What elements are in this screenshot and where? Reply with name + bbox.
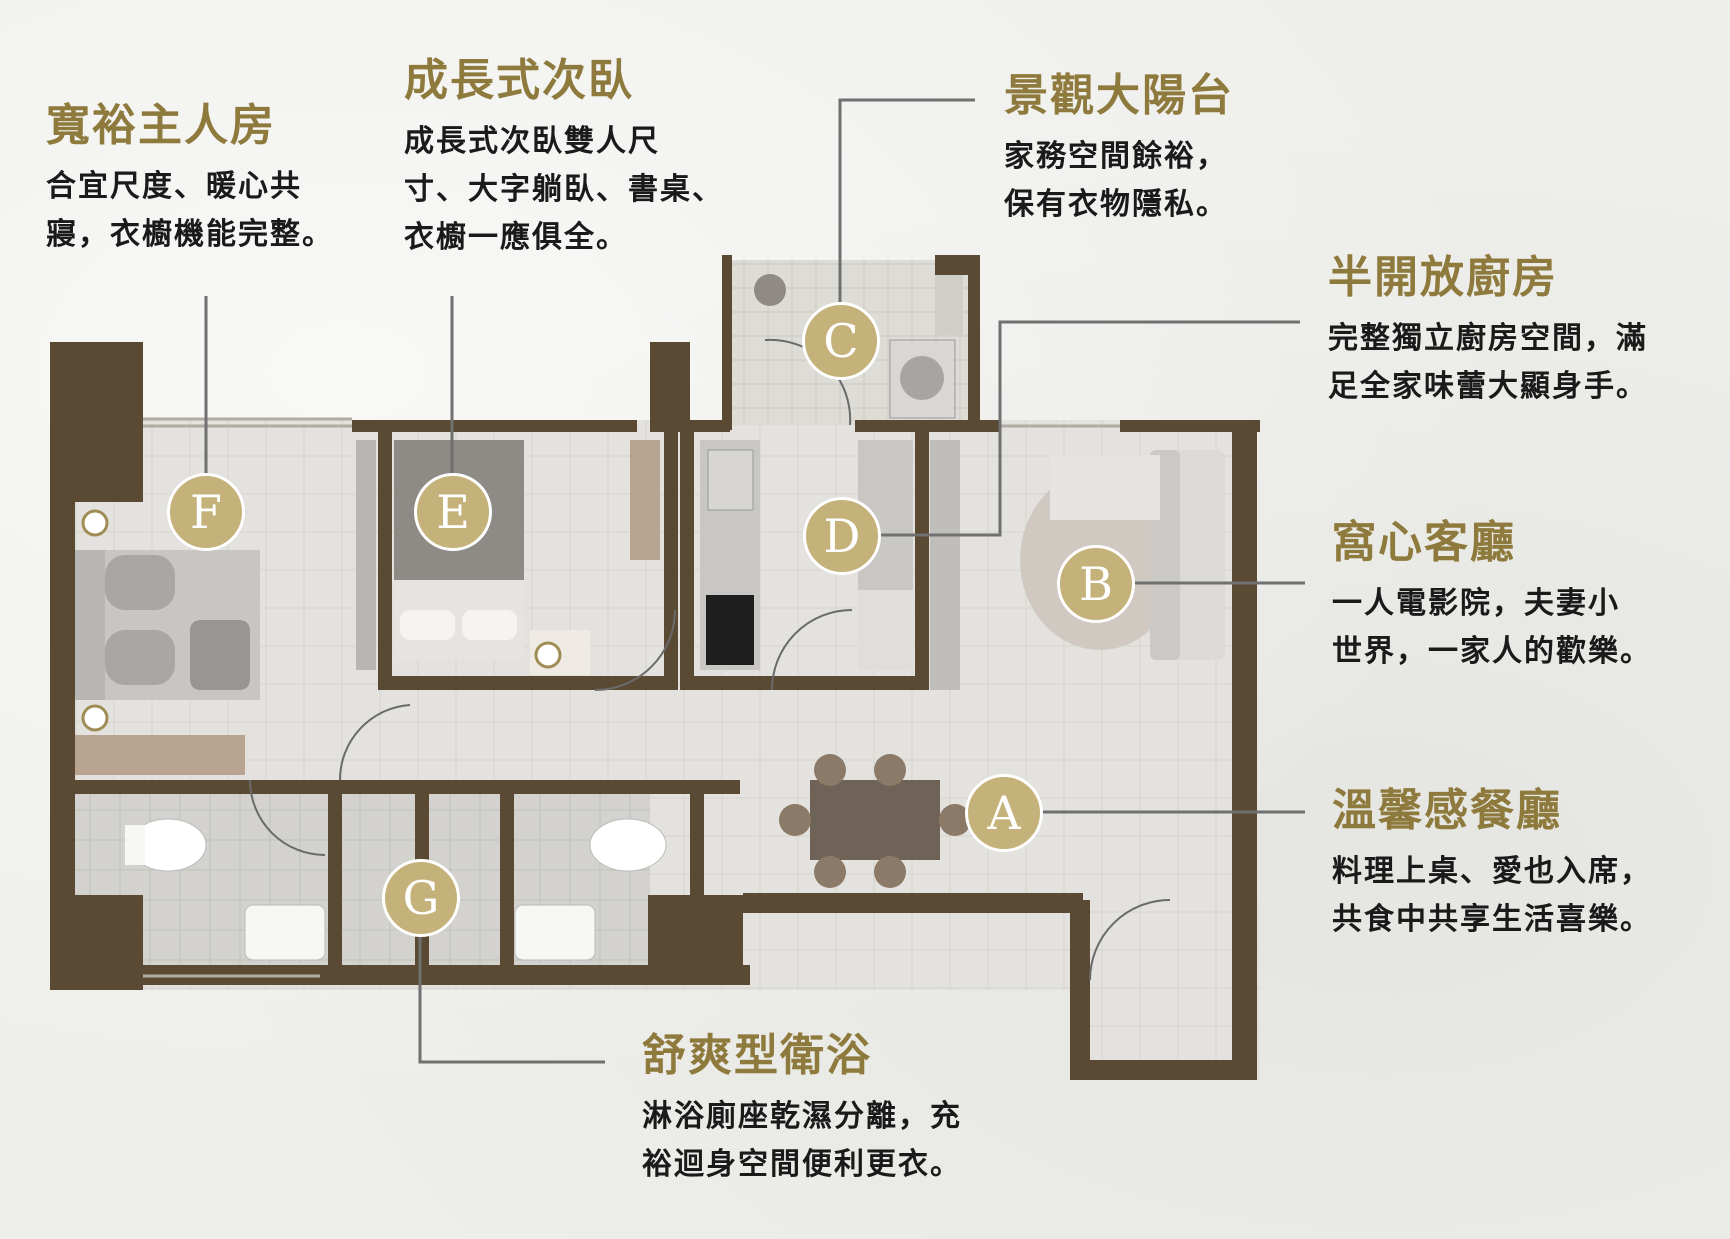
desc-dining-room: 料理上桌、愛也入席， 共食中共享生活喜樂。	[1332, 848, 1652, 944]
desc-balcony: 家務空間餘裕， 保有衣物隱私。	[1004, 133, 1234, 229]
desc-line: 家務空間餘裕，	[1004, 138, 1228, 174]
label-master-bedroom: 寬裕主人房 合宜尺度、暖心共 寢，衣櫥機能完整。	[46, 100, 334, 259]
desc-line: 寸、大字躺臥、書桌、	[404, 171, 724, 207]
label-living-room: 窩心客廳 一人電影院，夫妻小 世界，一家人的歡樂。	[1332, 517, 1652, 676]
desc-line: 完整獨立廚房空間，滿	[1328, 320, 1648, 356]
title-master-bedroom: 寬裕主人房	[46, 100, 276, 151]
desc-kitchen: 完整獨立廚房空間，滿 足全家味蕾大顯身手。	[1328, 315, 1648, 411]
walls	[50, 255, 1260, 1080]
badge-c: C	[802, 302, 880, 380]
title-kitchen: 半開放廚房	[1328, 252, 1558, 303]
desc-line: 裕迴身空間便利更衣。	[642, 1146, 962, 1182]
label-kitchen: 半開放廚房 完整獨立廚房空間，滿 足全家味蕾大顯身手。	[1328, 252, 1648, 411]
desc-bathroom: 淋浴廁座乾濕分離，充 裕迴身空間便利更衣。	[642, 1093, 962, 1189]
desc-living-room: 一人電影院，夫妻小 世界，一家人的歡樂。	[1332, 580, 1652, 676]
title-dining-room: 溫馨感餐廳	[1332, 785, 1562, 836]
floor-entry	[1070, 900, 1260, 1080]
label-bathroom: 舒爽型衛浴 淋浴廁座乾濕分離，充 裕迴身空間便利更衣。	[642, 1030, 962, 1189]
desc-second-bedroom: 成長式次臥雙人尺 寸、大字躺臥、書桌、 衣櫥一應俱全。	[404, 118, 724, 262]
master-bed	[75, 509, 260, 732]
title-living-room: 窩心客廳	[1332, 517, 1516, 568]
badge-b: B	[1057, 545, 1135, 623]
dining-set	[779, 754, 971, 888]
kitchen-counters	[700, 440, 960, 690]
title-second-bedroom: 成長式次臥	[404, 55, 634, 106]
label-balcony: 景觀大陽台 家務空間餘裕， 保有衣物隱私。	[1004, 70, 1234, 229]
bath-fixtures	[125, 818, 667, 961]
badge-d: D	[803, 497, 881, 575]
balcony-plant	[754, 274, 786, 306]
windows	[143, 417, 1120, 978]
title-bathroom: 舒爽型衛浴	[642, 1030, 872, 1081]
badge-e: E	[414, 473, 492, 551]
badge-f: F	[167, 473, 245, 551]
doors	[249, 338, 1171, 981]
desc-master-bedroom: 合宜尺度、暖心共 寢，衣櫥機能完整。	[46, 163, 334, 259]
desc-line: 足全家味蕾大顯身手。	[1328, 368, 1648, 404]
label-second-bedroom: 成長式次臥 成長式次臥雙人尺 寸、大字躺臥、書桌、 衣櫥一應俱全。	[404, 55, 724, 262]
title-balcony: 景觀大陽台	[1004, 70, 1234, 121]
desc-line: 淋浴廁座乾濕分離，充	[642, 1098, 962, 1134]
desc-line: 寢，衣櫥機能完整。	[46, 216, 334, 252]
desc-line: 料理上桌、愛也入席，	[1332, 853, 1652, 889]
badge-a: A	[965, 774, 1043, 852]
desc-line: 共食中共享生活喜樂。	[1332, 901, 1652, 937]
desc-line: 衣櫥一應俱全。	[404, 219, 628, 255]
leader-lines	[204, 98, 1305, 1064]
desc-line: 成長式次臥雙人尺	[404, 123, 660, 159]
label-dining-room: 溫馨感餐廳 料理上桌、愛也入席， 共食中共享生活喜樂。	[1332, 785, 1652, 944]
desc-line: 世界，一家人的歡樂。	[1332, 633, 1652, 669]
washer	[889, 275, 963, 419]
badge-g: G	[382, 859, 460, 937]
desc-line: 合宜尺度、暖心共	[46, 168, 302, 204]
desc-line: 一人電影院，夫妻小	[1332, 585, 1620, 621]
master-wardrobe	[75, 735, 245, 775]
second-bed	[356, 440, 660, 675]
desc-line: 保有衣物隱私。	[1004, 186, 1228, 222]
